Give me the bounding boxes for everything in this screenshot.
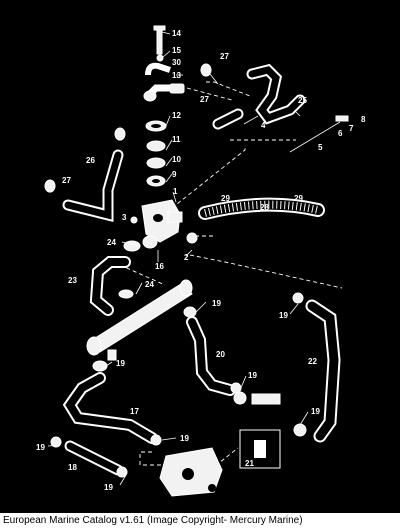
- hose-26: [62, 149, 124, 223]
- callout-label: 17: [130, 407, 139, 416]
- callout-label: 1: [173, 187, 178, 196]
- pump-assembly: [159, 447, 223, 497]
- callout-label: 16: [155, 262, 164, 271]
- hose-23: [89, 256, 131, 316]
- hose-17: [62, 372, 158, 444]
- sensor-wire-5: [289, 115, 349, 153]
- gasket-stack: [145, 120, 167, 187]
- callout-label: 24: [145, 280, 154, 289]
- callout-label: 19: [104, 483, 113, 492]
- callout-label: 19: [36, 443, 45, 452]
- callout-label: 23: [68, 276, 77, 285]
- hose-sleeve-4: [212, 108, 244, 130]
- callout-label: 27: [200, 95, 209, 104]
- callout-label: 26: [86, 156, 95, 165]
- callout-label: 24: [107, 238, 116, 247]
- callout-label: 25: [298, 96, 307, 105]
- callout-label: 12: [172, 111, 181, 120]
- callout-label: 6: [338, 129, 343, 138]
- copyright-caption: European Marine Catalog v1.61 (Image Cop…: [0, 513, 400, 529]
- callout-label: 4: [261, 121, 266, 130]
- callout-label: 27: [62, 176, 71, 185]
- assembly-guide-lines: [119, 81, 343, 471]
- hose-clamps: [44, 63, 304, 478]
- callout-label: 28: [260, 203, 269, 212]
- thermostat-housing-1: [141, 199, 183, 249]
- callout-label: 13: [172, 71, 181, 80]
- callout-label: 14: [172, 29, 181, 38]
- water-distribution-manifold: [86, 279, 193, 361]
- callout-label: 2: [184, 253, 189, 262]
- callout-label: 10: [172, 155, 181, 164]
- hose-25: [246, 63, 306, 125]
- callout-label: 20: [216, 350, 225, 359]
- callout-label: 15: [172, 46, 181, 55]
- callout-label: 22: [308, 357, 317, 366]
- hose-20: [186, 316, 236, 396]
- fitting-assembly: [233, 391, 307, 437]
- callout-label: 11: [172, 135, 181, 144]
- callout-label: 29: [221, 194, 230, 203]
- callout-label: 29: [294, 194, 303, 203]
- callout-labels: 14 15 30 13 27 27 12 25 4 8 6 7 5 11 10 …: [36, 29, 366, 492]
- callout-label: 19: [279, 311, 288, 320]
- callout-label: 19: [248, 371, 257, 380]
- callout-label: 18: [68, 463, 77, 472]
- callout-label: 21: [245, 459, 254, 468]
- callout-label: 19: [116, 359, 125, 368]
- callout-label: 19: [311, 407, 320, 416]
- leader-lines: [47, 31, 309, 486]
- bolt-14: [153, 25, 166, 55]
- hose-28: [198, 197, 325, 220]
- hose-18: [64, 440, 124, 476]
- callout-label: 19: [212, 299, 221, 308]
- washer-15: [156, 54, 164, 62]
- callout-label: 7: [349, 124, 354, 133]
- hose-22: [305, 299, 341, 443]
- elbow-13: [143, 62, 185, 102]
- callout-label: 27: [220, 52, 229, 61]
- callout-label: 9: [172, 170, 177, 179]
- callout-label: 5: [318, 143, 323, 152]
- decal-21: [239, 429, 281, 469]
- callout-label: 3: [122, 213, 127, 222]
- exploded-parts-diagram: 14 15 30 13 27 27 12 25 4 8 6 7 5 11 10 …: [36, 25, 366, 497]
- callout-label: 30: [172, 58, 181, 67]
- callout-label: 19: [180, 434, 189, 443]
- callout-label: 8: [361, 115, 366, 124]
